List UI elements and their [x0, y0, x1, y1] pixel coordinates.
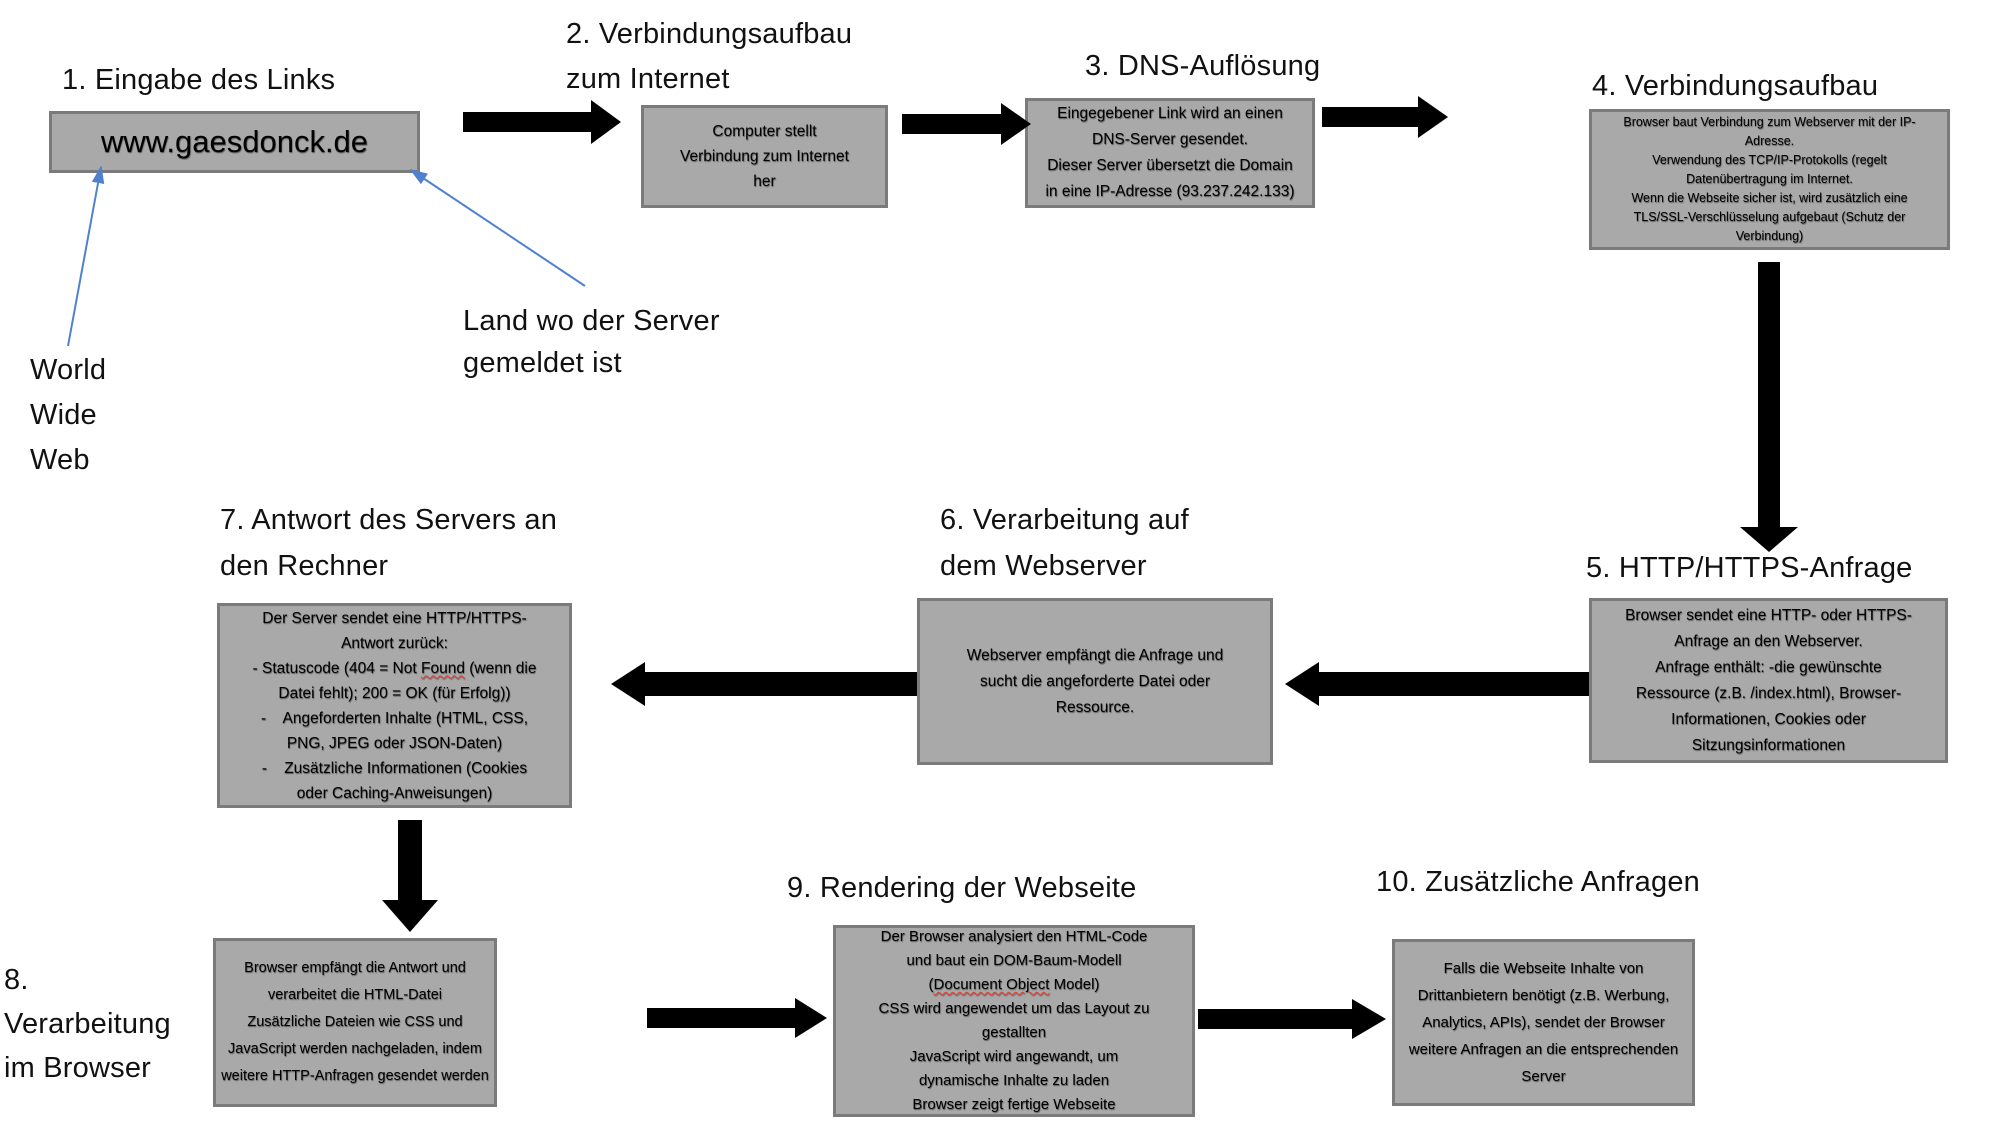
step-7-box: Der Server sendet eine HTTP/HTTPS- Antwo…	[217, 603, 572, 808]
step-2-title: 2. Verbindungsaufbau zum Internet	[566, 18, 853, 95]
step-10-box-text: Falls die Webseite Inhalte von Drittanbi…	[1408, 960, 1679, 1085]
step-9-box: Der Browser analysiert den HTML-Code und…	[833, 925, 1195, 1117]
step-7-box-text: Der Server sendet eine HTTP/HTTPS- Antwo…	[220, 606, 569, 806]
step-9-box-text: Der Browser analysiert den HTML-Code und…	[836, 925, 1192, 1117]
arrow-step-6-to-7-head-icon	[611, 662, 645, 706]
arrow-step-1-to-2-head-icon	[591, 100, 621, 144]
step-2-box: Computer stellt Verbindung zum Internet …	[641, 105, 888, 208]
step-1-title: 1. Eingabe des Links	[62, 64, 336, 96]
step-7-title: 7. Antwort des Servers an den Rechner	[220, 504, 558, 582]
arrow-step-7-to-8-head-icon	[382, 900, 438, 932]
step-2-box-text: Computer stellt Verbindung zum Internet …	[680, 123, 849, 190]
step-5-title: 5. HTTP/HTTPS-Anfrage	[1586, 552, 1913, 584]
arrow-step-3-to-4-shaft	[1322, 107, 1418, 127]
step-1-box-text: www.gaesdonck.de	[100, 124, 369, 159]
step-4-title: 4. Verbindungsaufbau	[1592, 70, 1879, 102]
arrow-step-1-to-2-shaft	[463, 112, 591, 132]
step-3-box-text: Eingegebener Link wird an einen DNS-Serv…	[1045, 105, 1295, 200]
www-annotation-line-icon	[67, 165, 105, 347]
arrow-step-5-to-6-head-icon	[1285, 662, 1319, 706]
arrow-step-4-to-5-head-icon	[1740, 527, 1798, 552]
step-6-box-text: Webserver empfängt die Anfrage und sucht…	[966, 646, 1224, 716]
step-3-box: Eingegebener Link wird an einen DNS-Serv…	[1025, 98, 1315, 208]
step-8-title: 8. Verarbeitung im Browser	[4, 964, 171, 1084]
step-4-box: Browser baut Verbindung zum Webserver mi…	[1589, 109, 1950, 250]
step-3-title: 3. DNS-Auflösung	[1085, 50, 1321, 82]
step-1-box: www.gaesdonck.de	[49, 111, 420, 173]
step-9-box-text-post: Model) CSS wird angewendet um das Layout…	[878, 976, 1150, 1113]
arrow-step-9-to-10-head-icon	[1352, 999, 1386, 1039]
arrow-step-8-to-9-shaft	[647, 1008, 795, 1028]
arrow-step-7-to-8-shaft	[398, 820, 422, 900]
step-10-title: 10. Zusätzliche Anfragen	[1376, 866, 1700, 898]
step-7-box-text-pre: Der Server sendet eine HTTP/HTTPS- Antwo…	[252, 609, 527, 677]
arrow-step-6-to-7-shaft	[645, 672, 917, 696]
step-5-box: Browser sendet eine HTTP- oder HTTPS- An…	[1589, 598, 1948, 763]
step-6-box: Webserver empfängt die Anfrage und sucht…	[917, 598, 1273, 765]
arrow-step-2-to-3-shaft	[902, 114, 1001, 134]
country-annotation-line-icon	[409, 169, 586, 287]
step-7-box-text-spellcheck: Found	[420, 659, 465, 677]
step-6-title: 6. Verarbeitung auf dem Webserver	[940, 504, 1189, 582]
arrow-step-2-to-3-head-icon	[1001, 103, 1031, 145]
step-5-box-text: Browser sendet eine HTTP- oder HTTPS- An…	[1625, 606, 1912, 754]
www-note-label: World Wide Web	[30, 354, 107, 476]
arrow-step-4-to-5-shaft	[1758, 262, 1780, 527]
country-note-label: Land wo der Server gemeldet ist	[463, 305, 720, 379]
step-9-title: 9. Rendering der Webseite	[787, 872, 1137, 904]
step-4-box-text: Browser baut Verbindung zum Webserver mi…	[1623, 115, 1916, 243]
step-9-box-text-pre: Der Browser analysiert den HTML-Code und…	[880, 928, 1148, 993]
step-8-box: Browser empfängt die Antwort und verarbe…	[213, 938, 497, 1107]
arrow-step-3-to-4-head-icon	[1418, 96, 1448, 138]
step-9-box-text-spellcheck: Document Object	[933, 976, 1050, 993]
step-8-box-text: Browser empfängt die Antwort und verarbe…	[221, 960, 489, 1084]
step-7-box-text-post: (wenn die Datei fehlt); 200 = OK (für Er…	[260, 659, 537, 802]
arrow-step-5-to-6-shaft	[1319, 672, 1589, 696]
arrow-step-8-to-9-head-icon	[795, 998, 827, 1038]
arrow-step-9-to-10-shaft	[1198, 1009, 1352, 1029]
step-10-box: Falls die Webseite Inhalte von Drittanbi…	[1392, 939, 1695, 1106]
